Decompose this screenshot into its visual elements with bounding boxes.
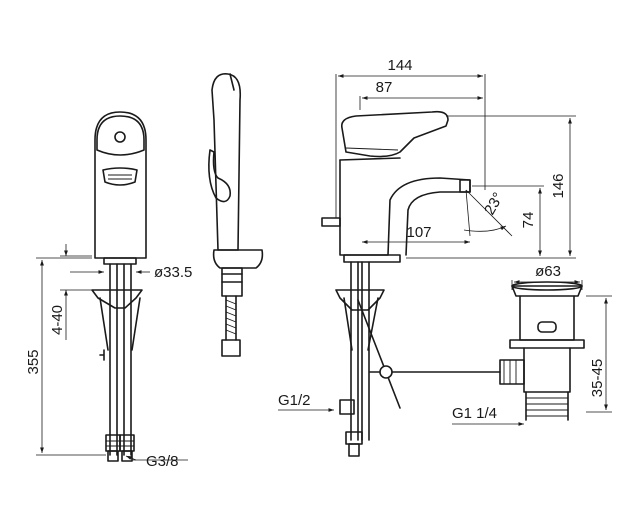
- section-view: [321, 110, 501, 457]
- label-g3-8: G3/8: [146, 453, 179, 470]
- label-144: 144: [387, 57, 412, 74]
- label-87: 87: [376, 79, 393, 96]
- waste-drain: [499, 281, 585, 421]
- dimension-lines: [36, 74, 612, 461]
- dimension-labels: 144 87 146 74 107 23° ø33.5 4-40 355 G3/…: [25, 57, 606, 470]
- side-view: [208, 73, 264, 357]
- label-g1-1-4: G1 1/4: [452, 405, 497, 422]
- label-23-deg: 23°: [481, 190, 507, 218]
- label-146: 146: [550, 173, 567, 198]
- label-4-40: 4-40: [49, 305, 66, 335]
- label-g1-2: G1/2: [278, 392, 311, 409]
- front-view: [91, 111, 147, 462]
- label-35-45: 35-45: [589, 359, 606, 397]
- label-107: 107: [406, 224, 431, 241]
- label-355: 355: [25, 349, 42, 374]
- label-74: 74: [520, 212, 537, 229]
- label-diameter-33-5: ø33.5: [154, 264, 192, 281]
- label-diameter-63: ø63: [535, 263, 561, 280]
